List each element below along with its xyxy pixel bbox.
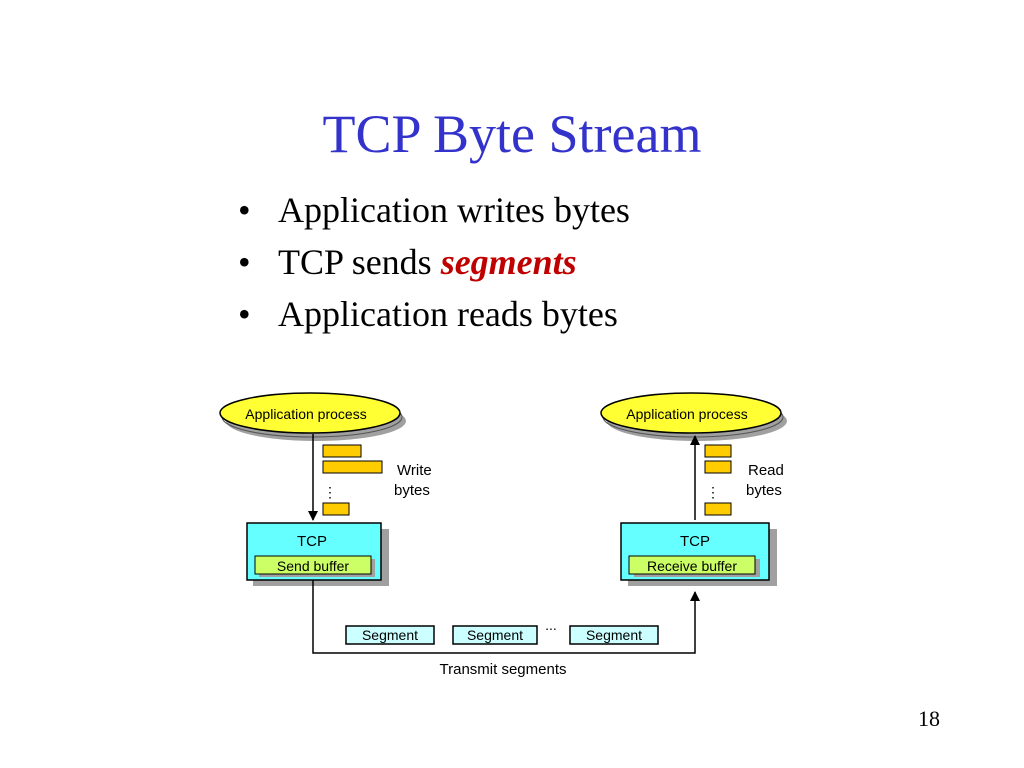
process-ellipse xyxy=(219,392,401,434)
bullet-item: • Application reads bytes xyxy=(238,288,630,340)
bullet-item: • TCP sends segments xyxy=(238,236,630,288)
page-number: 18 xyxy=(918,706,940,731)
bullet-text: Application writes bytes xyxy=(278,190,630,230)
segment-box xyxy=(345,625,435,645)
byte-block xyxy=(322,502,350,516)
sender-tcp-label: TCP xyxy=(297,533,327,550)
slide-title: TCP Byte Stream xyxy=(322,104,702,164)
byte-block xyxy=(322,444,362,458)
bullet-text: TCP sends xyxy=(278,242,441,282)
sender-process-label: Application process xyxy=(245,406,366,422)
bytes-label: bytes xyxy=(394,482,430,499)
transmit-segments-label: Transmit segments xyxy=(440,661,567,678)
receive-buffer-label: Receive buffer xyxy=(647,558,737,574)
ellipsis: ⋮ xyxy=(706,484,720,500)
segment-box xyxy=(569,625,659,645)
bytes-label: bytes xyxy=(746,482,782,499)
segment-label: Segment xyxy=(586,627,642,643)
process-ellipse xyxy=(600,392,782,434)
receiver-byte-blocks: ⋮ xyxy=(704,444,732,516)
byte-block xyxy=(704,444,732,458)
segment-ellipsis: ... xyxy=(545,617,557,633)
byte-block xyxy=(704,502,732,516)
byte-block xyxy=(322,460,383,474)
bullet-dot: • xyxy=(238,242,251,282)
segment-row: Segment Segment ... Segment xyxy=(345,617,659,645)
write-label: Write xyxy=(397,462,432,479)
bullet-dot: • xyxy=(238,294,251,334)
receiver-application-process: Application process xyxy=(600,392,787,441)
transmit-path xyxy=(312,580,700,654)
byte-block xyxy=(704,460,732,474)
receiver-process-label: Application process xyxy=(626,406,747,422)
segment-label: Segment xyxy=(467,627,523,643)
receiver-tcp-box: TCP Receive buffer xyxy=(620,522,777,586)
send-buffer xyxy=(254,555,372,575)
sender-tcp-box: TCP Send buffer xyxy=(246,522,389,586)
bullet-text: Application reads bytes xyxy=(278,294,618,334)
sender-application-process: Application process xyxy=(219,392,406,441)
ellipsis: ⋮ xyxy=(323,484,337,500)
bullet-dot: • xyxy=(238,190,251,230)
bullet-list: • Application writes bytes • TCP sends seg… xyxy=(238,184,630,340)
bullet-item: • Application writes bytes xyxy=(238,184,630,236)
segment-label: Segment xyxy=(362,627,418,643)
receive-buffer xyxy=(628,555,756,575)
sender-byte-blocks: ⋮ xyxy=(322,444,383,516)
read-label: Read xyxy=(748,462,784,479)
send-buffer-label: Send buffer xyxy=(277,558,349,574)
bullet-emphasis: segments xyxy=(440,242,577,282)
receiver-tcp-label: TCP xyxy=(680,533,710,550)
segment-box xyxy=(452,625,538,645)
